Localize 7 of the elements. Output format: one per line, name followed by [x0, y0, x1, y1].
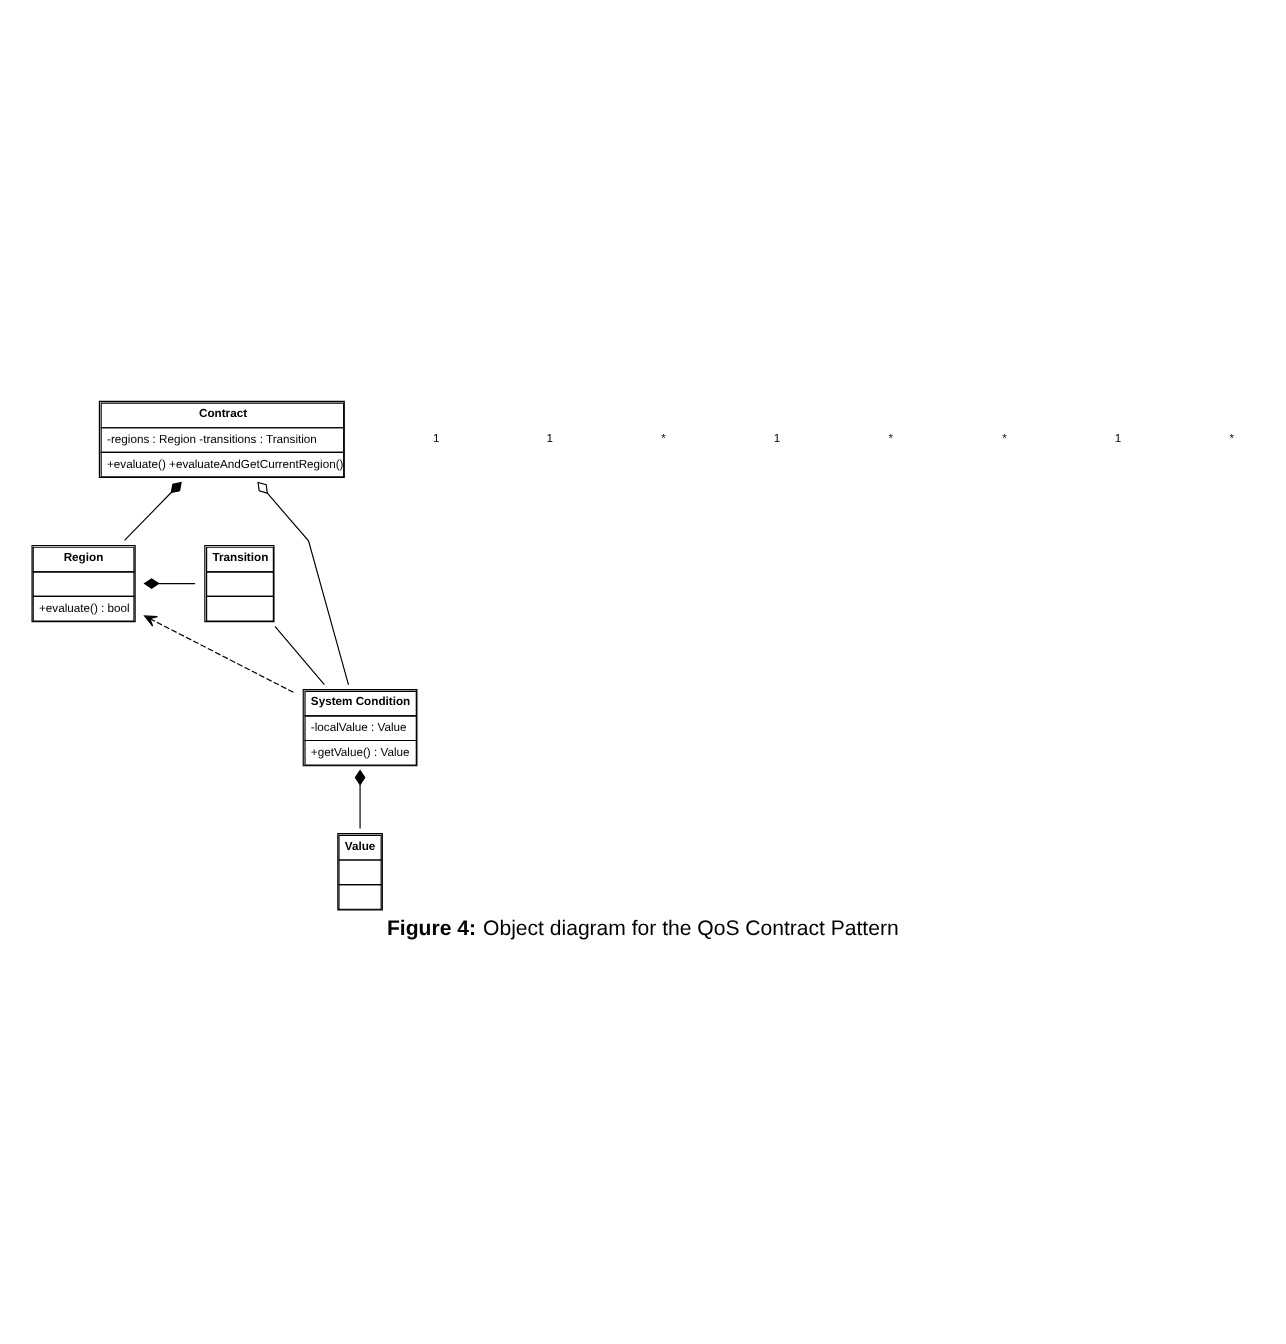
connector	[274, 625, 325, 686]
connector	[354, 769, 366, 830]
caption: Figure 4: Object diagram for the QoS Contract Pattern	[387, 916, 899, 941]
arrow	[144, 615, 294, 693]
connector	[257, 481, 350, 686]
connector	[143, 578, 196, 589]
connector	[123, 481, 182, 541]
